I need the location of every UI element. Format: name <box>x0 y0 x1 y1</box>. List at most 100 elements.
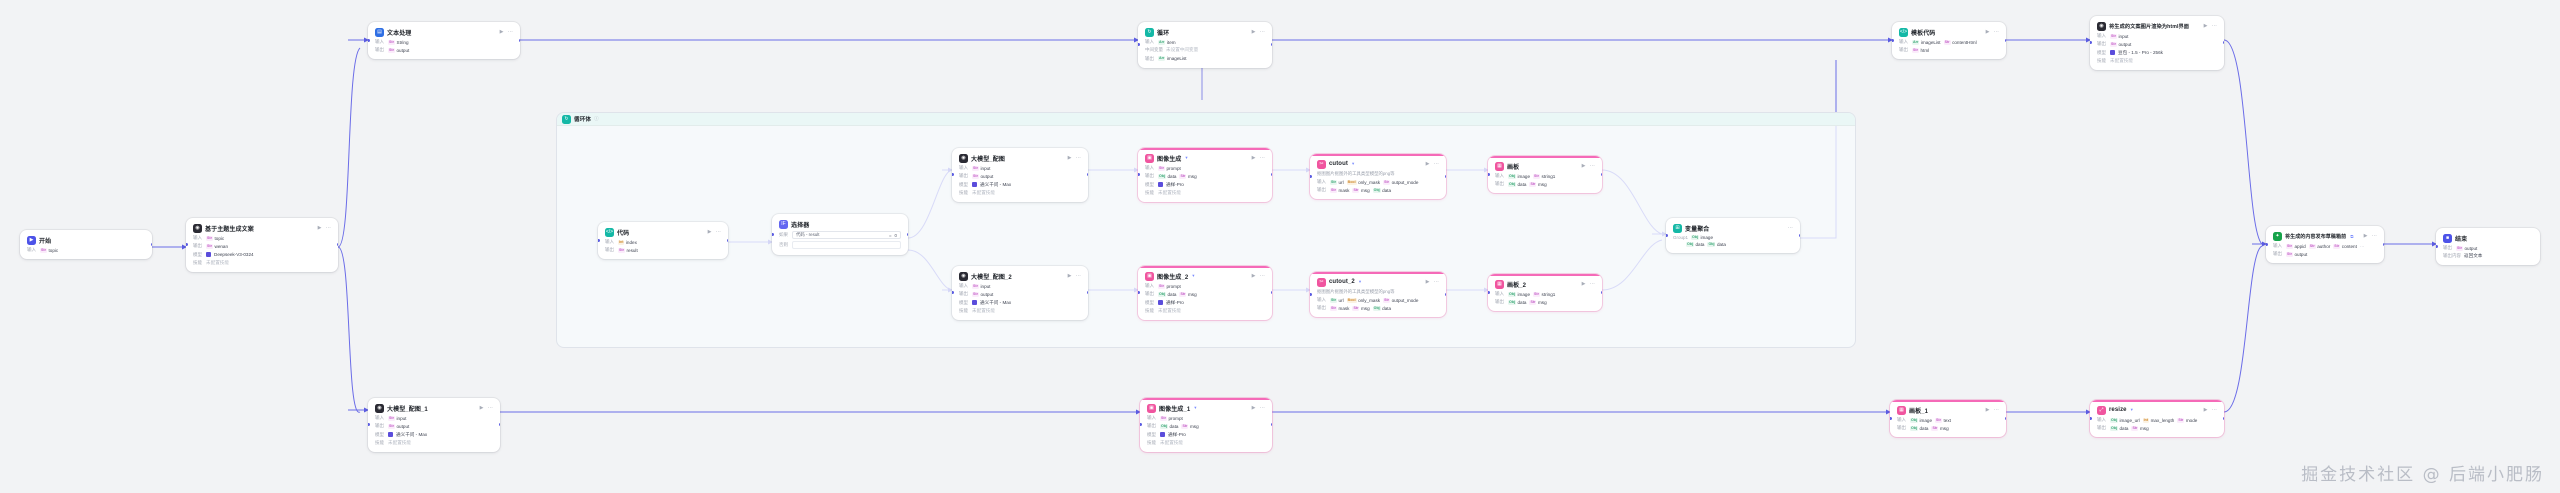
node-selector[interactable]: IF 选择器 如果 代码 - result = 0 否则 <box>772 214 908 256</box>
output-port[interactable] <box>2222 41 2224 45</box>
chevron-down-icon[interactable]: ▾ <box>1351 161 1355 166</box>
input-port[interactable] <box>1488 173 1490 177</box>
output-port[interactable] <box>498 423 500 427</box>
input-port[interactable] <box>952 291 954 295</box>
input-port[interactable] <box>1140 423 1142 427</box>
node-actions[interactable]: ▶··· <box>1068 273 1081 279</box>
condition-else[interactable] <box>792 241 901 250</box>
input-port[interactable] <box>2266 243 2268 247</box>
input-port[interactable] <box>1890 417 1892 421</box>
more-icon[interactable]: ··· <box>1075 155 1082 161</box>
output-port[interactable] <box>518 39 520 43</box>
output-port[interactable] <box>1444 293 1446 297</box>
chevron-down-icon[interactable]: ▾ <box>1358 279 1362 284</box>
input-port[interactable] <box>1138 291 1140 295</box>
run-icon[interactable]: ▶ <box>2363 233 2368 239</box>
output-port[interactable] <box>2004 39 2006 43</box>
node-cutout-2[interactable]: ✂ cutout_2 ▾ ▶··· 抠图图片抠图外的工具类型模型的png等 输入… <box>1310 272 1446 318</box>
more-icon[interactable]: ··· <box>1259 405 1266 411</box>
more-icon[interactable]: ··· <box>325 225 332 231</box>
node-actions[interactable]: ▶··· <box>1986 407 1999 413</box>
chevron-down-icon[interactable]: ▾ <box>2130 407 2133 412</box>
run-icon[interactable]: ▶ <box>1067 273 1072 279</box>
run-icon[interactable]: ▶ <box>1251 405 1256 411</box>
output-port[interactable] <box>906 233 908 237</box>
node-actions[interactable]: ▶··· <box>1068 155 1081 161</box>
input-port[interactable] <box>368 39 370 43</box>
condition-expression[interactable]: 代码 - result = 0 <box>792 231 901 240</box>
run-icon[interactable]: ▶ <box>1251 273 1256 279</box>
output-port[interactable] <box>1444 175 1446 179</box>
input-port[interactable] <box>598 239 600 243</box>
input-port[interactable] <box>2436 245 2438 249</box>
chevron-down-icon[interactable]: ▾ <box>1192 273 1195 278</box>
more-icon[interactable]: ··· <box>1993 407 2000 413</box>
output-port[interactable] <box>2004 417 2006 421</box>
run-icon[interactable]: ▶ <box>1985 29 1990 35</box>
node-actions[interactable]: ▶··· <box>1582 163 1595 169</box>
node-actions[interactable]: ▶··· <box>500 29 513 35</box>
run-icon[interactable]: ▶ <box>499 29 504 35</box>
node-actions[interactable]: ▶··· <box>1252 155 1265 161</box>
more-icon[interactable]: ··· <box>1075 273 1082 279</box>
node-actions[interactable]: ··· <box>1788 225 1794 231</box>
run-icon[interactable]: ▶ <box>707 229 712 235</box>
more-icon[interactable]: ··· <box>1993 29 2000 35</box>
more-icon[interactable]: ··· <box>1259 29 1266 35</box>
more-ports[interactable]: ··· <box>2359 243 2365 249</box>
more-icon[interactable]: ··· <box>1433 161 1440 167</box>
run-icon[interactable]: ▶ <box>1425 161 1430 167</box>
input-port[interactable] <box>1138 173 1140 177</box>
output-port[interactable] <box>1798 234 1800 238</box>
input-port[interactable] <box>1138 43 1140 47</box>
more-icon[interactable]: ··· <box>1787 225 1794 231</box>
more-icon[interactable]: ··· <box>487 405 494 411</box>
input-port[interactable] <box>186 243 188 247</box>
more-icon[interactable]: ··· <box>507 29 514 35</box>
more-icon[interactable]: ··· <box>2211 23 2218 29</box>
output-port[interactable] <box>1270 43 1272 47</box>
external-link-icon[interactable]: ⧉ <box>2350 233 2354 239</box>
input-port[interactable] <box>1666 234 1668 238</box>
node-cutout[interactable]: ✂ cutout ▾ ▶··· 抠图图片抠图外的工具类型模型的png等 输入 S… <box>1310 154 1446 200</box>
more-icon[interactable]: ··· <box>1589 281 1596 287</box>
node-actions[interactable]: ▶··· <box>1582 281 1595 287</box>
input-port[interactable] <box>1892 39 1894 43</box>
run-icon[interactable]: ▶ <box>1067 155 1072 161</box>
output-port[interactable] <box>1270 423 1272 427</box>
more-icon[interactable]: ··· <box>1433 279 1440 285</box>
node-actions[interactable]: ▶··· <box>2204 23 2217 29</box>
node-actions[interactable]: ▶··· <box>708 229 721 235</box>
run-icon[interactable]: ▶ <box>2203 407 2208 413</box>
output-port[interactable] <box>2222 417 2224 421</box>
run-icon[interactable]: ▶ <box>1985 407 1990 413</box>
more-icon[interactable]: ··· <box>1259 273 1266 279</box>
more-icon[interactable]: ··· <box>1589 163 1596 169</box>
chevron-down-icon[interactable]: ▾ <box>1185 155 1188 160</box>
input-port[interactable] <box>1310 175 1312 179</box>
input-port[interactable] <box>2090 417 2092 421</box>
node-actions[interactable]: ▶··· <box>1252 29 1265 35</box>
output-port[interactable] <box>1600 291 1602 295</box>
node-actions[interactable]: ▶··· <box>1252 405 1265 411</box>
input-port[interactable] <box>1310 293 1312 297</box>
run-icon[interactable]: ▶ <box>2203 23 2208 29</box>
output-port[interactable] <box>726 239 728 243</box>
chevron-down-icon[interactable]: ▾ <box>1194 405 1197 410</box>
node-start[interactable]: ▶ 开始 输入 Str topic <box>20 230 152 260</box>
output-port[interactable] <box>1600 173 1602 177</box>
